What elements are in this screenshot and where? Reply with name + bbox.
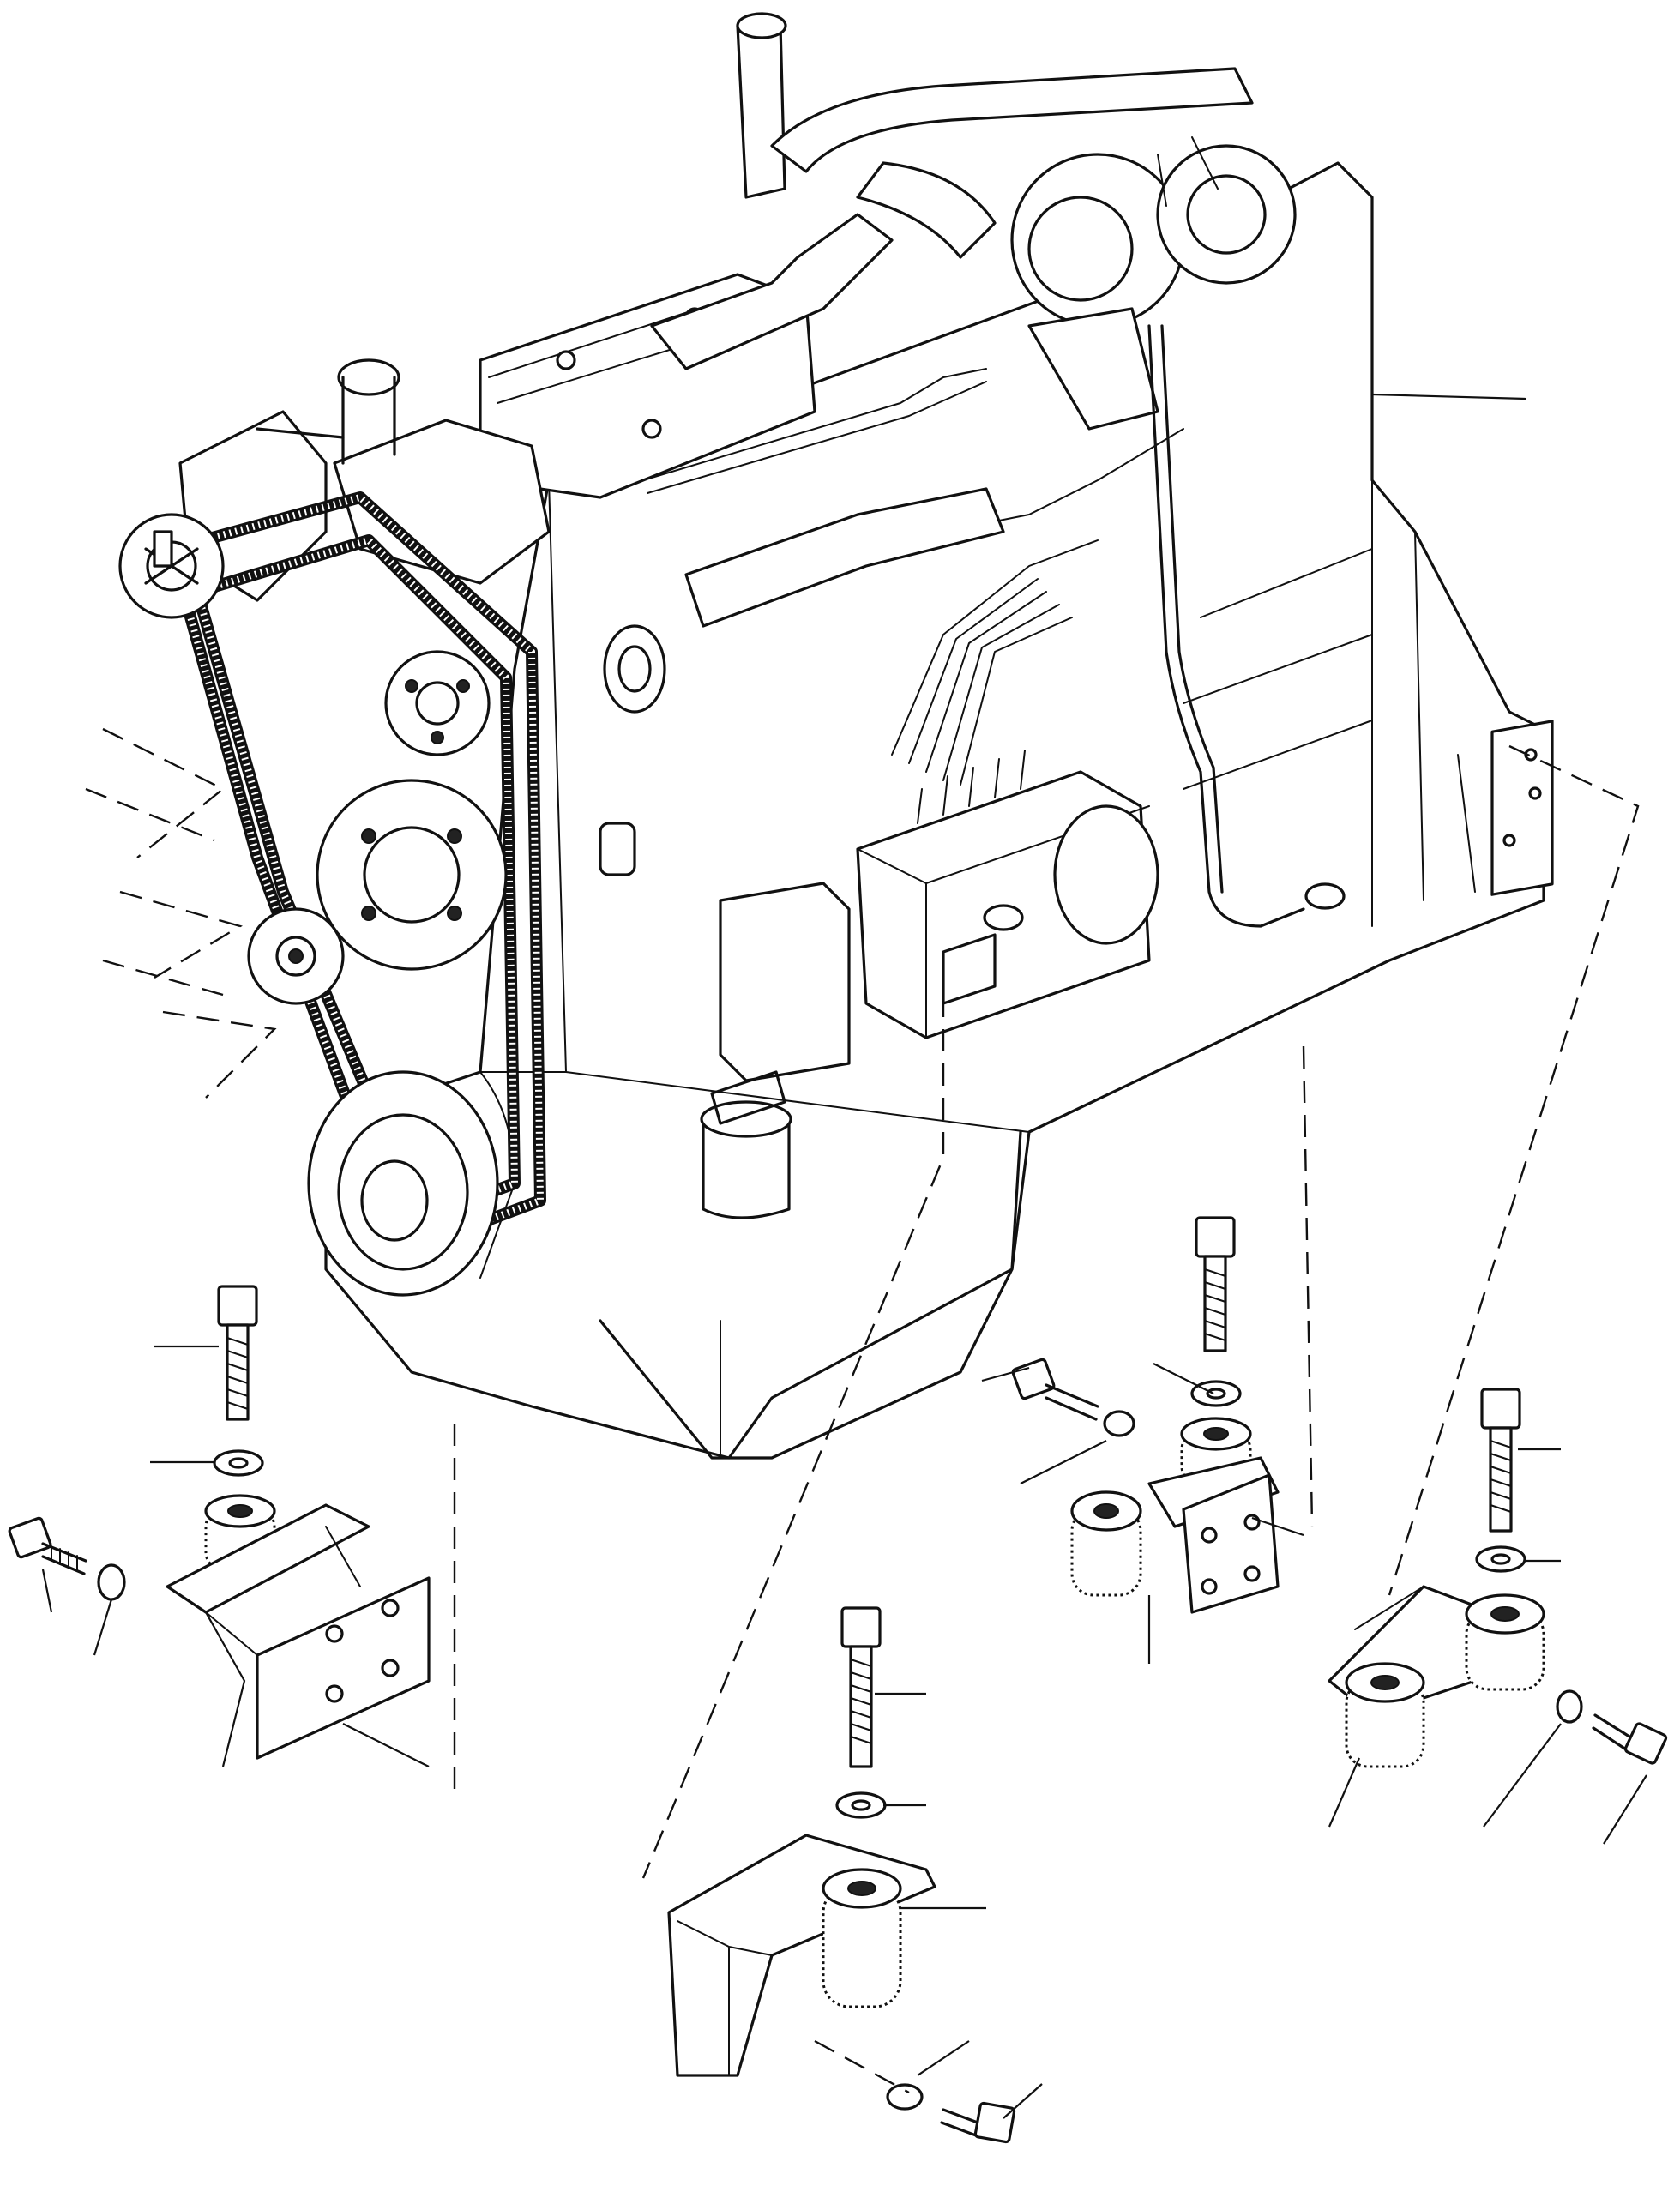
assembly-phantom-lines xyxy=(453,744,1640,2094)
mount-front-left xyxy=(8,1285,431,1760)
block-mount-bracket xyxy=(719,882,851,1082)
fan-belt-outer xyxy=(166,491,546,1258)
crankshaft-pulley xyxy=(307,1070,499,1297)
oil-pan xyxy=(599,1130,1022,1460)
turbocharger xyxy=(856,136,1297,431)
water-pump-pulley xyxy=(384,650,491,756)
rubber-insulator xyxy=(1070,1490,1142,1597)
belt-drive xyxy=(85,491,546,1297)
mount-bottom-centre xyxy=(667,1606,1016,2144)
lock-washer xyxy=(886,2083,924,2111)
fuel-injection-lines xyxy=(642,368,1184,786)
idler-pulley xyxy=(247,907,345,1005)
rear-plate xyxy=(1490,720,1554,896)
mount-bolt xyxy=(840,1606,882,1768)
lock-washer xyxy=(1103,1410,1135,1437)
lock-washer xyxy=(1556,1689,1583,1724)
rubber-insulator xyxy=(1465,1593,1545,1691)
oil-drain-tube xyxy=(1147,324,1305,928)
oil-filler-neck xyxy=(700,1070,792,1219)
side-bolt xyxy=(1011,1358,1099,1421)
side-bolt xyxy=(940,2101,1016,2144)
fan-blades-phantom xyxy=(85,727,277,1099)
exhaust-pipe xyxy=(770,67,1254,173)
mount-bracket xyxy=(1147,1456,1280,1614)
mount-far-right xyxy=(1328,1388,1668,1768)
lock-washer xyxy=(97,1563,126,1601)
mount-bolt xyxy=(1195,1216,1236,1352)
mount-right-middle xyxy=(1011,1216,1280,1614)
injection-pump xyxy=(856,750,1159,1039)
rubber-insulator xyxy=(1345,1662,1425,1768)
side-bolt xyxy=(1592,1713,1668,1765)
mount-bracket xyxy=(166,1503,431,1760)
mount-bolt xyxy=(217,1285,258,1421)
intake-manifold-pipe xyxy=(684,487,1005,628)
side-bolt xyxy=(8,1516,87,1575)
rubber-insulator xyxy=(822,1868,902,2008)
callout-leaders xyxy=(41,393,1647,2119)
mount-bolt xyxy=(1480,1388,1521,1533)
fan-hub-pulley xyxy=(316,779,508,971)
